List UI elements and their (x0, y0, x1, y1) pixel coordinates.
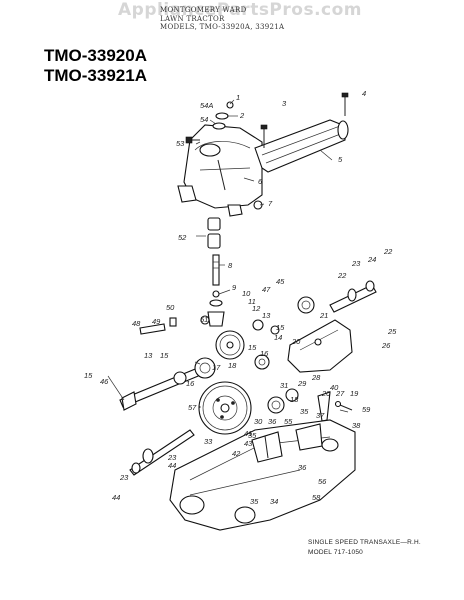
callout-35b: 35 (250, 497, 259, 506)
callout-16: 16 (186, 379, 195, 388)
callout-18: 18 (228, 361, 237, 370)
callout-38: 38 (352, 421, 361, 430)
callout-12: 12 (252, 304, 261, 313)
callout-9: 9 (232, 283, 237, 292)
callout-29: 29 (297, 379, 307, 388)
callout-13b: 13 (262, 311, 271, 320)
right-axle-shaft (329, 280, 377, 313)
callout-23: 23 (351, 259, 361, 268)
right-upper-cover (287, 319, 353, 373)
input-shaft (207, 254, 225, 327)
callout-51: 51 (200, 315, 208, 324)
callout-3: 3 (282, 99, 287, 108)
callout-30: 30 (254, 417, 263, 426)
callout-15b: 15 (84, 371, 93, 380)
callout-44: 44 (168, 461, 176, 470)
callout-45: 45 (276, 277, 285, 286)
top-stack-parts (212, 101, 234, 130)
header-line-1: MONTGOMERY WARD (160, 6, 247, 14)
callout-17: 17 (212, 363, 221, 372)
model-number-2: TMO-33921A (44, 66, 147, 85)
callout-35c: 35 (300, 407, 309, 416)
callout-labels: 1 2 3 4 5 6 7 8 9 10 11 12 13 13 14 15 1… (84, 89, 397, 506)
callout-10: 10 (242, 289, 251, 298)
differential-ring-gear (198, 381, 252, 435)
left-shaft-assembly (119, 357, 216, 411)
callout-20: 20 (291, 337, 301, 346)
callout-5: 5 (338, 155, 343, 164)
callout-59: 59 (362, 405, 371, 414)
callout-35: 35 (248, 431, 257, 440)
callout-15d: 15 (248, 343, 257, 352)
callout-23c: 23 (119, 473, 129, 482)
lower-housing (169, 419, 356, 531)
callout-25: 25 (387, 327, 397, 336)
callout-54: 54 (200, 115, 208, 124)
callout-54a: 54A (200, 101, 213, 110)
callout-56: 56 (318, 477, 327, 486)
callout-21: 21 (319, 311, 328, 320)
callout-33: 33 (204, 437, 213, 446)
bushings (207, 217, 221, 249)
callout-15c: 15 (276, 323, 285, 332)
callout-28: 28 (311, 373, 321, 382)
watermark: AppliancePartsPros.com (118, 0, 363, 20)
callout-18b: 18 (290, 395, 299, 404)
callout-24: 24 (367, 255, 376, 264)
spacer-parts (139, 315, 210, 335)
center-gear-cluster (215, 296, 315, 360)
callout-22b: 22 (337, 271, 347, 280)
callout-41: 41 (244, 429, 252, 438)
callout-57: 57 (188, 403, 197, 412)
callout-50: 50 (166, 303, 175, 312)
callout-36b: 36 (298, 463, 307, 472)
callout-2: 2 (239, 111, 245, 120)
model-number-1: TMO-33920A (44, 46, 147, 65)
callout-42: 42 (232, 449, 241, 458)
callout-23b: 23 (167, 453, 177, 462)
callout-58: 58 (312, 493, 321, 502)
callout-15: 15 (160, 351, 169, 360)
left-axle-shaft (129, 429, 195, 476)
callout-27: 27 (335, 389, 345, 398)
callout-47: 47 (262, 285, 271, 294)
callout-8: 8 (228, 261, 233, 270)
callout-52: 52 (178, 233, 187, 242)
callout-31: 31 (280, 381, 288, 390)
caption-title: SINGLE SPEED TRANSAXLE—R.H. (308, 539, 421, 546)
callout-36: 36 (268, 417, 277, 426)
upper-housing (177, 119, 349, 217)
callout-37: 37 (316, 411, 325, 420)
callout-6: 6 (258, 177, 263, 186)
callout-46: 46 (100, 377, 109, 386)
callout-34: 34 (270, 497, 278, 506)
bolts (185, 92, 349, 210)
callout-26: 26 (381, 341, 391, 350)
callout-40: 40 (330, 383, 339, 392)
callout-4: 4 (362, 89, 366, 98)
callout-43: 43 (244, 439, 253, 448)
leader-lines (107, 99, 349, 413)
callout-49: 49 (152, 317, 161, 326)
pinion-gears (254, 354, 299, 414)
header-line-3: MODELS, TMO-33920A, 33921A (160, 23, 285, 31)
callout-7: 7 (268, 199, 273, 208)
callout-48: 48 (132, 319, 141, 328)
callout-1: 1 (236, 93, 240, 102)
callout-19: 19 (350, 389, 359, 398)
callout-13: 13 (144, 351, 153, 360)
header-line-2: LAWN TRACTOR (160, 15, 225, 23)
callout-44b: 44 (112, 493, 120, 502)
callout-11: 11 (248, 297, 256, 306)
caption-model: MODEL 717-1050 (308, 549, 363, 556)
callout-53: 53 (176, 139, 185, 148)
callout-20b: 20 (321, 389, 331, 398)
callout-16b: 16 (260, 349, 269, 358)
callout-55: 55 (284, 417, 293, 426)
callout-22: 22 (383, 247, 393, 256)
callout-14: 14 (274, 333, 282, 342)
